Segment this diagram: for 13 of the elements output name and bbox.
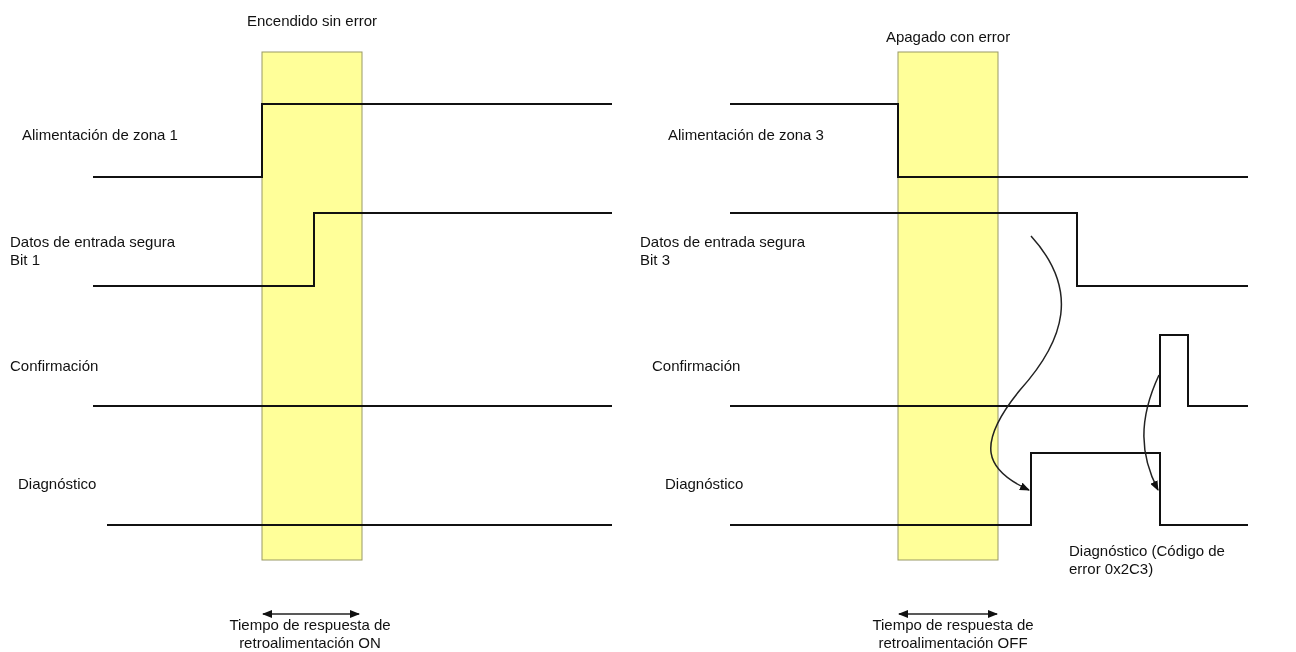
panel-title: Apagado con error (884, 28, 1012, 46)
signal-label: Datos de entrada segura Bit 3 (640, 233, 807, 269)
signal-label: Alimentación de zona 3 (668, 126, 824, 144)
dimension-label: Tiempo de respuesta de retroalimentación ON (228, 616, 392, 652)
signal-label: Diagnóstico (665, 475, 744, 493)
signal-label: Diagnóstico (18, 475, 97, 493)
signal-label: Confirmación (10, 357, 99, 375)
dimension-label: Tiempo de respuesta de retroalimentación OFF (871, 616, 1035, 652)
signal-label: Confirmación (652, 357, 741, 375)
panel-title: Encendido sin error (245, 12, 379, 30)
annotation-text: Diagnóstico (Código de error 0x2C3) (1069, 542, 1226, 578)
signal-label: Alimentación de zona 1 (22, 126, 178, 144)
signal-label: Datos de entrada segura Bit 1 (10, 233, 177, 269)
